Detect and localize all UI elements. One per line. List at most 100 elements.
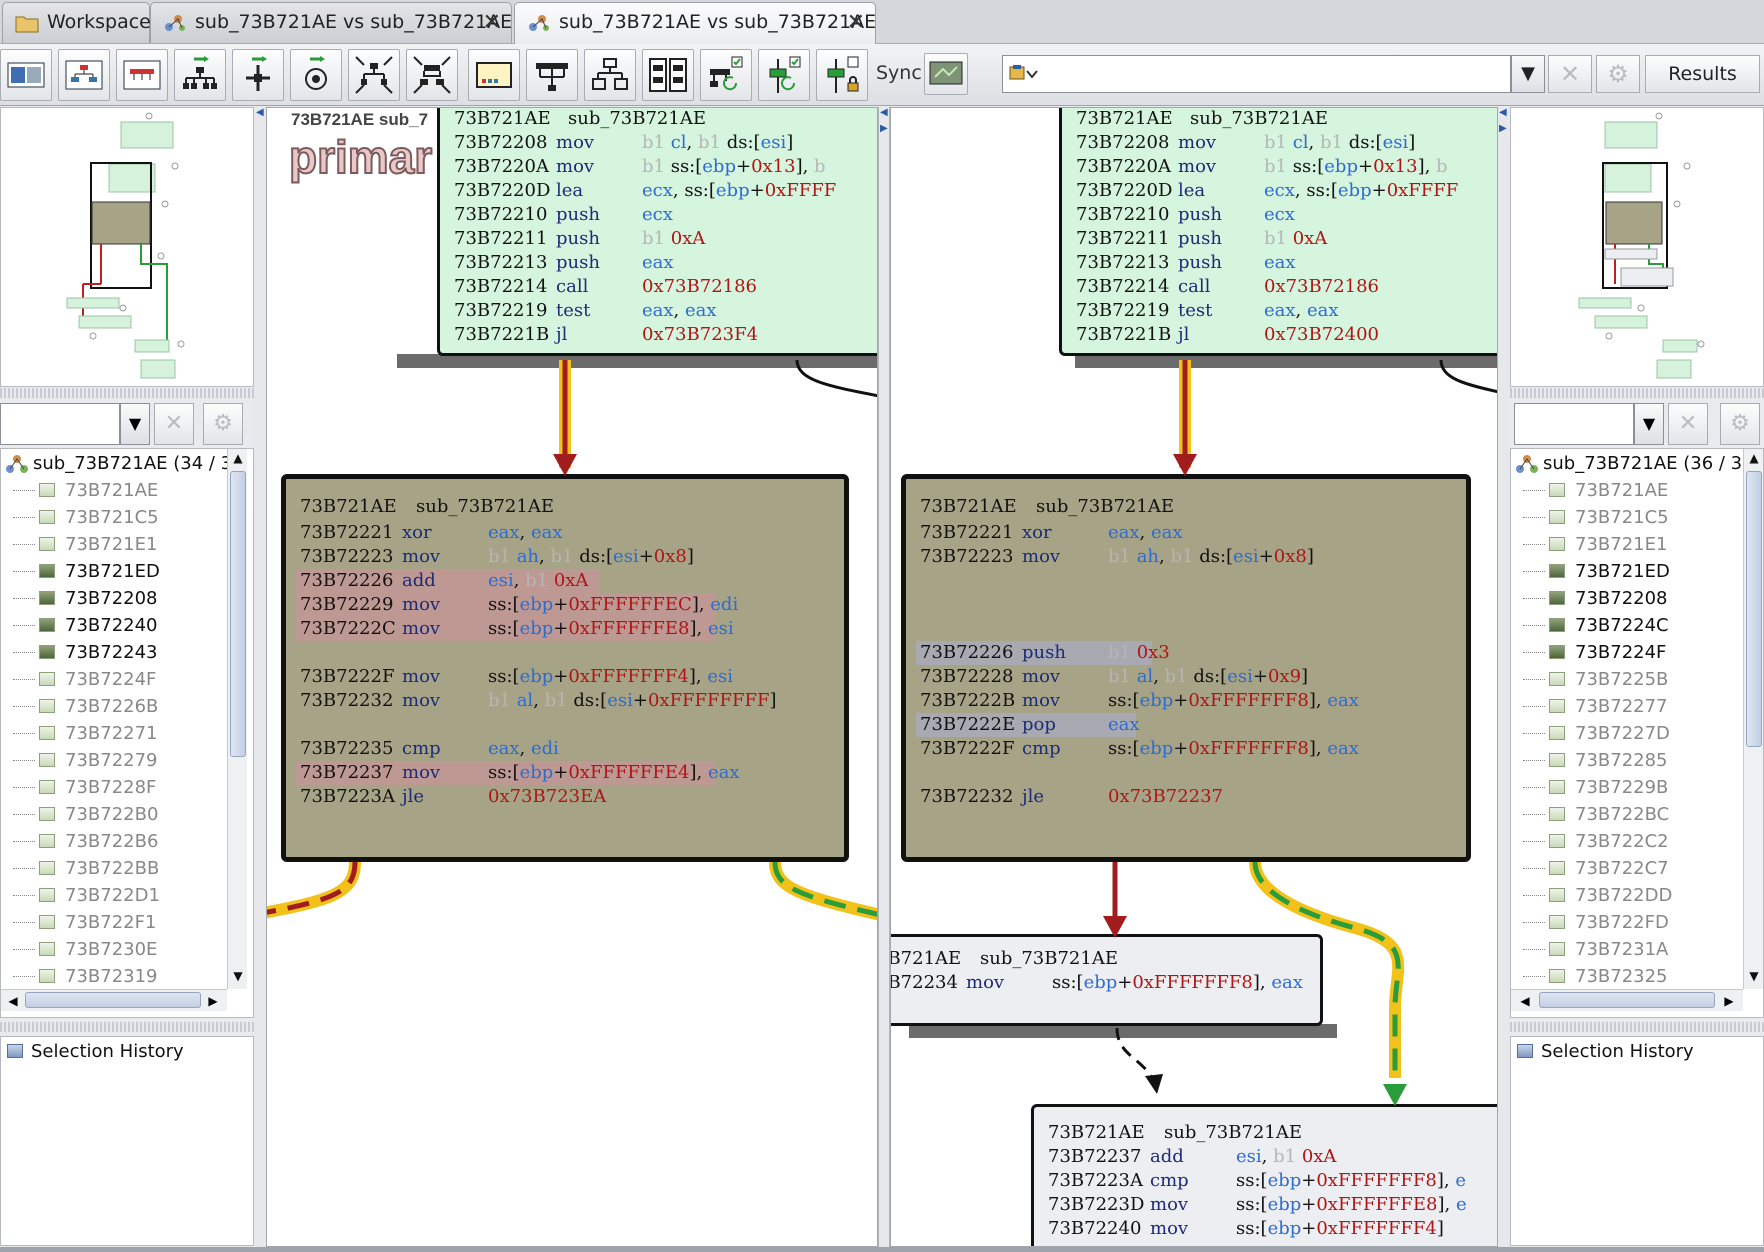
tree-item[interactable]: 73B721C5 <box>1523 504 1669 531</box>
selection-history-panel[interactable]: Selection History <box>1510 1036 1764 1246</box>
primary-overview-minimap[interactable] <box>0 107 254 387</box>
tree-item[interactable]: 73B72279 <box>13 747 158 774</box>
tree-item[interactable]: 73B722FD <box>1523 909 1669 936</box>
sync-toggle-button[interactable] <box>924 53 968 95</box>
display-options-button[interactable] <box>468 49 520 101</box>
fit-graph-button[interactable] <box>348 49 400 101</box>
tree-item[interactable]: 73B7227D <box>1523 720 1670 747</box>
tree-item[interactable]: 73B72325 <box>1523 963 1668 990</box>
tab-diff-2[interactable]: sub_73B721AE vs sub_73B721AE ✕ <box>514 2 876 45</box>
tree-item[interactable]: 73B72243 <box>13 639 158 666</box>
tree-item[interactable]: 73B721ED <box>13 558 160 585</box>
tree-vertical-scrollbar[interactable]: ▲ ▼ <box>227 449 247 989</box>
tree-item[interactable]: 73B721AE <box>13 477 158 504</box>
tree-item[interactable]: 73B722C2 <box>1523 828 1669 855</box>
close-tab-icon[interactable]: ✕ <box>846 10 865 35</box>
lock-layout-button[interactable] <box>816 49 868 101</box>
tree-filter-dropdown[interactable]: ▼ <box>120 403 150 445</box>
search-dropdown-button[interactable]: ▼ <box>1511 55 1545 93</box>
scroll-up-arrow-icon[interactable]: ▲ <box>1749 451 1759 465</box>
tree-item[interactable]: 73B722D1 <box>13 882 160 909</box>
scroll-right-arrow-icon[interactable]: ▶ <box>208 994 218 1008</box>
panel-splitter[interactable] <box>0 1022 254 1032</box>
scrollbar-thumb[interactable] <box>1539 992 1715 1008</box>
tree-item[interactable]: 73B7226B <box>13 693 158 720</box>
orthogonal-layout-button[interactable] <box>174 49 226 101</box>
tree-item[interactable]: 73B7225B <box>1523 666 1668 693</box>
tree-item[interactable]: 73B72319 <box>13 963 158 990</box>
collapse-arrow-icon[interactable]: ◀ <box>256 107 264 118</box>
tab-workspace[interactable]: Workspace <box>2 2 151 43</box>
secondary-overview-minimap[interactable] <box>1510 107 1764 387</box>
left-splitter[interactable]: ◀ <box>254 107 266 1247</box>
tree-item[interactable]: 73B722B6 <box>13 828 158 855</box>
tree-item[interactable]: 73B72285 <box>1523 747 1668 774</box>
scroll-left-arrow-icon[interactable]: ◀ <box>1520 994 1530 1008</box>
expand-arrow-icon[interactable]: ▶ <box>1499 123 1507 134</box>
tree-filter-input[interactable] <box>1514 403 1634 445</box>
expand-arrow-icon[interactable]: ▶ <box>880 123 888 134</box>
close-tab-icon[interactable]: ✕ <box>482 10 501 35</box>
tab-diff-1[interactable]: sub_73B721AE vs sub_73B721AE ✕ <box>150 2 512 43</box>
collapse-arrow-icon[interactable]: ◀ <box>1499 107 1507 118</box>
center-splitter[interactable]: ◀ ▶ <box>878 107 890 1247</box>
circular-layout-button[interactable] <box>232 49 284 101</box>
tree-item[interactable]: 73B721ED <box>1523 558 1670 585</box>
tree-vertical-scrollbar[interactable]: ▲ ▼ <box>1743 449 1763 989</box>
scroll-left-arrow-icon[interactable]: ◀ <box>8 994 18 1008</box>
tree-horizontal-scrollbar[interactable]: ◀ ▶ <box>1511 989 1743 1011</box>
tree-item[interactable]: 73B7229B <box>1523 774 1668 801</box>
tree-item[interactable]: 73B722DD <box>1523 882 1672 909</box>
tree-item[interactable]: 73B722BC <box>1523 801 1669 828</box>
basic-block-73B72234[interactable]: 3B721AEsub_73B721AE3B72234movss:[ebp+0xF… <box>891 934 1323 1026</box>
clear-filter-button[interactable]: ✕ <box>1668 403 1708 445</box>
panel-splitter[interactable] <box>1510 388 1764 398</box>
tree-horizontal-scrollbar[interactable]: ◀ ▶ <box>1 989 227 1011</box>
collapse-arrow-icon[interactable]: ◀ <box>880 107 888 118</box>
tree-item[interactable]: 73B7224F <box>13 666 156 693</box>
tree-item[interactable]: 73B722C7 <box>1523 855 1669 882</box>
tree-item[interactable]: 73B721E1 <box>13 531 157 558</box>
scrollbar-thumb[interactable] <box>25 992 201 1008</box>
scroll-down-arrow-icon[interactable]: ▼ <box>1749 969 1759 983</box>
selection-history-panel[interactable]: Selection History <box>0 1036 254 1246</box>
tree-filter-dropdown[interactable]: ▼ <box>1634 403 1664 445</box>
tree-item[interactable]: 73B722F1 <box>13 909 156 936</box>
tree-root[interactable]: sub_73B721AE (36 / 36 <box>1515 451 1754 477</box>
hierarchic-layout-button[interactable] <box>116 49 168 101</box>
search-settings-button[interactable]: ⚙ <box>1596 55 1640 93</box>
scrollbar-thumb[interactable] <box>1746 471 1762 747</box>
auto-layout-button[interactable] <box>758 49 810 101</box>
panel-splitter[interactable] <box>0 388 254 398</box>
tree-item[interactable]: 73B72208 <box>13 585 158 612</box>
tree-item[interactable]: 73B722BB <box>13 855 159 882</box>
tree-item[interactable]: 73B721E1 <box>1523 531 1667 558</box>
proximity-browsing-button[interactable] <box>526 49 578 101</box>
panel-splitter[interactable] <box>1510 1022 1764 1032</box>
split-view-button[interactable] <box>642 49 694 101</box>
group-nodes-button[interactable] <box>584 49 636 101</box>
tree-item[interactable]: 73B721AE <box>1523 477 1668 504</box>
zoom-graph-button[interactable] <box>406 49 458 101</box>
tree-filter-input[interactable] <box>0 403 120 445</box>
clear-filter-button[interactable]: ✕ <box>154 403 194 445</box>
filter-settings-button[interactable]: ⚙ <box>1720 403 1760 445</box>
layout-view-button[interactable] <box>0 49 52 101</box>
sync-layout-button[interactable] <box>700 49 752 101</box>
search-combo[interactable] <box>1002 55 1511 93</box>
tree-item[interactable]: 73B72271 <box>13 720 158 747</box>
tree-item[interactable]: 73B7228F <box>13 774 156 801</box>
tree-item[interactable]: 73B7224F <box>1523 639 1666 666</box>
tree-root[interactable]: sub_73B721AE (34 / 34 <box>5 451 244 477</box>
filter-settings-button[interactable]: ⚙ <box>203 403 243 445</box>
tree-item[interactable]: 73B7231A <box>1523 936 1668 963</box>
